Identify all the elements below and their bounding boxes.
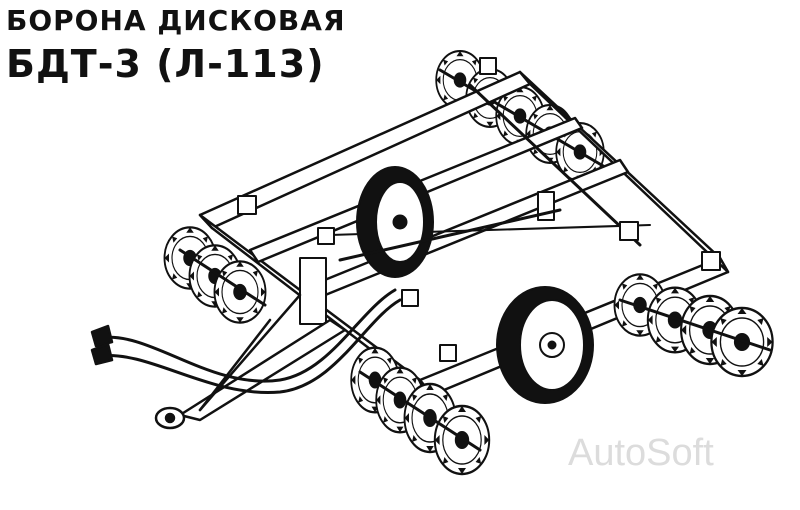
drawbar-and-hoses xyxy=(90,208,562,430)
autosoft-watermark: AutoSoft xyxy=(568,432,714,474)
transport-wheel-rear xyxy=(356,166,434,278)
front-left-disc-gang xyxy=(350,346,491,476)
transport-wheel-front xyxy=(496,286,594,404)
title-block: БОРОНА ДИСКОВАЯ БДТ-3 (Л-113) xyxy=(6,4,346,90)
back-right-disc-gang xyxy=(435,50,612,182)
front-right-disc-gang xyxy=(613,273,774,378)
title-line-2: БДТ-3 (Л-113) xyxy=(6,42,325,86)
back-left-disc-gang xyxy=(163,226,267,324)
frame-clamps xyxy=(237,57,721,362)
title-line-1: БОРОНА ДИСКОВАЯ xyxy=(6,4,346,37)
main-frame xyxy=(198,70,730,397)
